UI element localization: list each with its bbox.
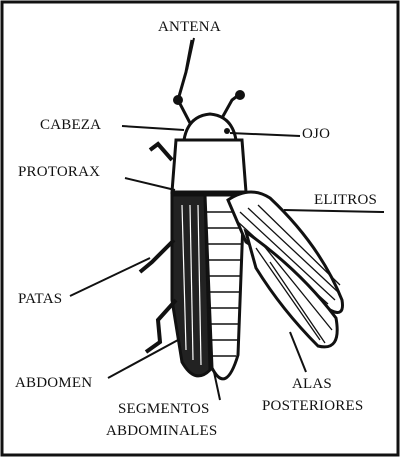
label-abdomen: ABDOMEN bbox=[15, 376, 92, 391]
leader-abdomen bbox=[108, 340, 178, 378]
label-abdominales: ABDOMINALES bbox=[106, 424, 217, 439]
beetle-prothorax bbox=[172, 140, 246, 192]
label-segmentos: SEGMENTOS bbox=[118, 402, 210, 417]
leader-elitros bbox=[284, 210, 384, 212]
mid-leg-left bbox=[140, 240, 174, 272]
front-leg-left bbox=[150, 144, 172, 160]
leader-protorax bbox=[125, 178, 175, 190]
label-antena: ANTENA bbox=[158, 20, 221, 35]
leader-cabeza bbox=[122, 126, 184, 130]
label-protorax: PROTORAX bbox=[18, 165, 100, 180]
beetle-head bbox=[184, 114, 236, 140]
leader-alas bbox=[290, 332, 306, 372]
label-alas: ALAS bbox=[292, 377, 332, 392]
label-cabeza: CABEZA bbox=[40, 118, 101, 133]
leader-patas bbox=[70, 258, 150, 296]
beetle-eye bbox=[224, 128, 230, 134]
label-patas: PATAS bbox=[18, 292, 62, 307]
label-elitros: ELITROS bbox=[314, 193, 377, 208]
leader-ojo bbox=[230, 133, 300, 136]
label-ojo: OJO bbox=[302, 127, 330, 142]
label-posteriores: POSTERIORES bbox=[262, 399, 363, 414]
